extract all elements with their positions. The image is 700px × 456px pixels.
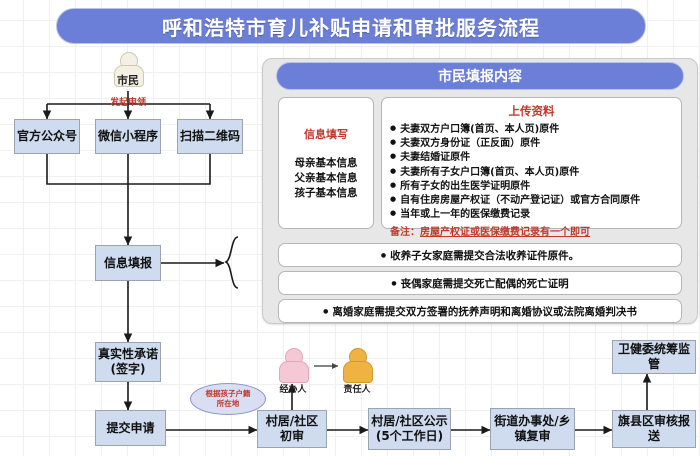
step-truth-commitment-line2: (签字) [110, 362, 146, 376]
upload-note-emphasis: 房屋产权证或医保缴费记录有一个即可 [420, 227, 590, 239]
step-village-publicity-line1: 村居/社区公示 [371, 414, 448, 428]
initiate-label: 发起申领 [109, 98, 146, 108]
location-note-line2: 所在地 [216, 399, 240, 408]
location-note-oval: 根据孩子户籍 所在地 [190, 383, 266, 415]
step-truth-commitment[interactable]: 真实性承诺 (签字) [95, 342, 161, 382]
upload-item: 夫妻双方身份证（正反面）原件 [390, 137, 673, 151]
upload-item: 所有子女的出生医学证明原件 [390, 180, 673, 194]
channel-box-official-account[interactable]: 官方公众号 [14, 119, 80, 154]
upload-item: 自有住房房屋产权证（不动产登记证）或官方合同原件 [390, 194, 673, 208]
info-fill-heading: 信息填写 [304, 128, 348, 141]
step-street-office-review-line2: 镇复审 [514, 429, 551, 443]
location-note-line1: 根据孩子户籍 [205, 389, 251, 399]
channel-box-scan-qrcode[interactable]: 扫描二维码 [177, 119, 243, 154]
upload-item: 夫妻结婚证原件 [390, 151, 673, 165]
upload-heading: 上传资料 [508, 104, 555, 118]
step-info-report[interactable]: 信息填报 [95, 245, 161, 281]
panel-title: 市民填报内容 [276, 62, 684, 90]
step-village-publicity-line2: (5个工作日) [375, 429, 444, 443]
step-health-commission-supervision[interactable]: 卫健委统筹监管 [612, 340, 696, 374]
condition-divorced: 离婚家庭需提交双方签署的抚养声明和离婚协议或法院离婚判决书 [278, 299, 682, 323]
upload-item: 夫妻双方户口簿(首页、本人页)原件 [390, 123, 673, 137]
info-fill-item: 母亲基本信息 [294, 157, 358, 169]
upload-note-prefix: 备注： [390, 227, 420, 239]
info-fill-item: 孩子基本信息 [294, 187, 358, 200]
step-village-initial-review[interactable]: 村居/社区初审 [257, 410, 327, 448]
upload-materials-card: 上传资料 夫妻双方户口簿(首页、本人页)原件 夫妻双方身份证（正反面）原件 夫妻… [381, 97, 682, 238]
upload-item: 当年或上一年的医保缴费记录 [390, 208, 673, 222]
page-title: 呼和浩特市育儿补贴申请和审批服务流程 [56, 8, 646, 44]
step-district-review-submit[interactable]: 旗县区审核报送 [612, 410, 696, 448]
upload-note: 备注：房屋产权证或医保缴费记录有一个即可 [390, 223, 673, 238]
channel-box-wechat-miniprogram[interactable]: 微信小程序 [95, 119, 161, 154]
condition-widowed: 丧偶家庭需提交死亡配偶的死亡证明 [278, 271, 682, 295]
step-street-office-review[interactable]: 街道办事处/乡 镇复审 [490, 408, 575, 450]
info-fill-card: 信息填写 母亲基本信息 父亲基本信息 孩子基本信息 [278, 97, 374, 229]
step-village-publicity[interactable]: 村居/社区公示 (5个工作日) [368, 408, 451, 450]
step-street-office-review-line1: 街道办事处/乡 [494, 414, 571, 428]
info-fill-item: 父亲基本信息 [294, 172, 358, 185]
condition-adoption: 收养子女家庭需提交合法收养证件原件。 [278, 243, 682, 267]
step-truth-commitment-line1: 真实性承诺 [98, 347, 159, 361]
upload-item: 夫妻所有子女户口簿(首页、本人页)原件 [390, 166, 673, 180]
step-submit-application[interactable]: 提交申请 [95, 410, 166, 446]
